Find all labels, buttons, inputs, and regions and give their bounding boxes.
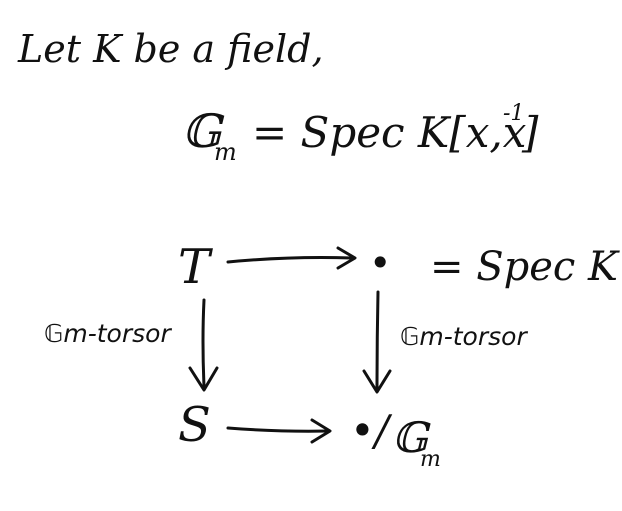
definition-rest: = Spec K[x,x [252,108,527,157]
quotient-gm-subscript: m [420,447,441,472]
left-arrow-label: 𝔾m-torsor [44,319,172,348]
close-bracket: ] [521,108,539,157]
quotient-prefix: •/ [350,406,393,455]
object-quotient-stack: •/ 𝔾 m [350,406,441,472]
inverse-exponent: -1 [503,101,524,126]
object-point: • [369,241,391,285]
intro-line: Let K be a field, [17,27,324,71]
arrow-right [362,290,392,394]
arrow-left-shaft [201,298,206,388]
arrow-top-head [336,246,357,270]
arrow-bottom-shaft [226,426,330,433]
commutative-square: T • = Spec K S •/ 𝔾 m 𝔾m-to [44,239,620,472]
gm-definition: 𝔾 m = Spec K[x,x -1 ] [182,101,539,166]
arrow-top [226,246,357,270]
arrow-bottom [226,418,332,444]
arrow-top-shaft [226,256,354,264]
arrow-bottom-head [310,418,332,444]
gm-symbol: 𝔾 [182,104,225,158]
object-s: S [178,397,211,453]
arrow-right-shaft [375,290,380,390]
spec-k-note: = Spec K [430,244,620,290]
arrow-left [188,298,219,392]
object-t: T [178,239,213,295]
arrow-right-head [362,369,392,394]
quotient-gm: 𝔾 [392,413,431,462]
gm-subscript: m [214,138,237,166]
arrow-left-head [188,366,219,392]
right-arrow-label: 𝔾m-torsor [400,322,528,351]
